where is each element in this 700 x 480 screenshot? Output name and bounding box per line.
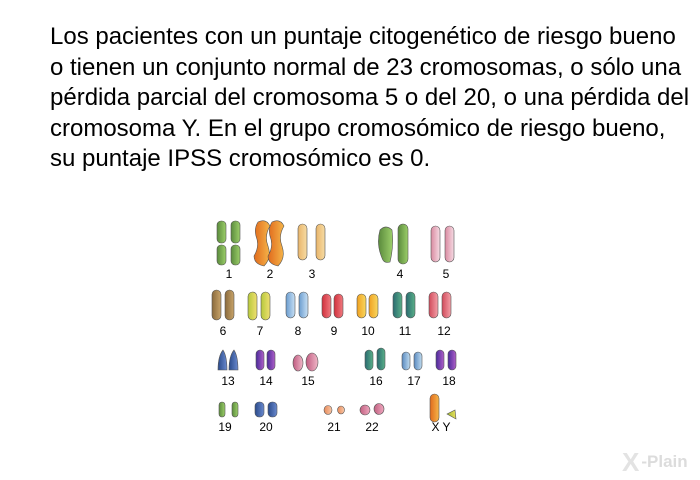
chromosome-pair-12 [428,291,452,319]
label-8: 8 [294,324,302,338]
label-2: 2 [266,267,274,281]
label-20: 20 [259,420,273,434]
chromosome-pair-15 [292,352,319,372]
intro-paragraph: Los pacientes con un puntaje citogenétic… [50,23,690,172]
label-1: 1 [225,267,233,281]
chromosome-pair-11 [392,291,416,319]
label-9: 9 [330,324,338,338]
label-18: 18 [442,374,456,388]
label-12: 12 [437,324,451,338]
chromosome-pair-8 [285,291,309,319]
xplain-logo-text: -Plain [641,452,688,471]
chromosome-drawing [211,220,457,423]
chromosome-pair-4 [378,223,409,265]
label-14: 14 [259,374,273,388]
label-5: 5 [442,267,450,281]
label-16: 16 [369,374,383,388]
chromosome-pair-2 [253,220,285,267]
label-xy: X Y [431,420,451,434]
chromosome-pair-16 [364,347,386,371]
chromosome-pair-17 [401,351,423,371]
chromosome-pair-1 [216,220,241,266]
chromosome-pair-5 [430,225,455,263]
chromosome-pair-10 [356,293,379,319]
chromosome-pair-6 [211,289,235,321]
label-19: 19 [218,420,232,434]
xplain-logo-mark: X [622,447,640,477]
chromosome-pair-19 [218,401,239,418]
chromosome-pair-3 [297,223,326,261]
label-21: 21 [327,420,341,434]
chromosome-pair-9 [321,293,344,319]
chromosome-pair-13 [217,349,239,371]
chromosome-pair-14 [255,349,276,371]
label-10: 10 [361,324,375,338]
xplain-logo: X -Plain [622,448,688,476]
label-3: 3 [308,267,316,281]
label-15: 15 [301,374,315,388]
label-13: 13 [221,374,235,388]
label-11: 11 [398,324,412,338]
chromosome-pair-20 [254,401,278,418]
chromosome-pair-22 [359,403,385,416]
label-22: 22 [365,420,379,434]
sex-chromosomes [429,393,457,423]
label-7: 7 [256,324,264,338]
karyotype-illustration: 1 2 3 4 5 6 7 8 9 10 11 12 13 14 15 16 1… [200,214,480,440]
chromosome-pair-18 [435,349,457,371]
chromosome-pair-7 [247,291,271,321]
label-17: 17 [407,374,421,388]
label-4: 4 [396,267,404,281]
chromosome-pair-21 [323,405,345,415]
label-6: 6 [219,324,227,338]
